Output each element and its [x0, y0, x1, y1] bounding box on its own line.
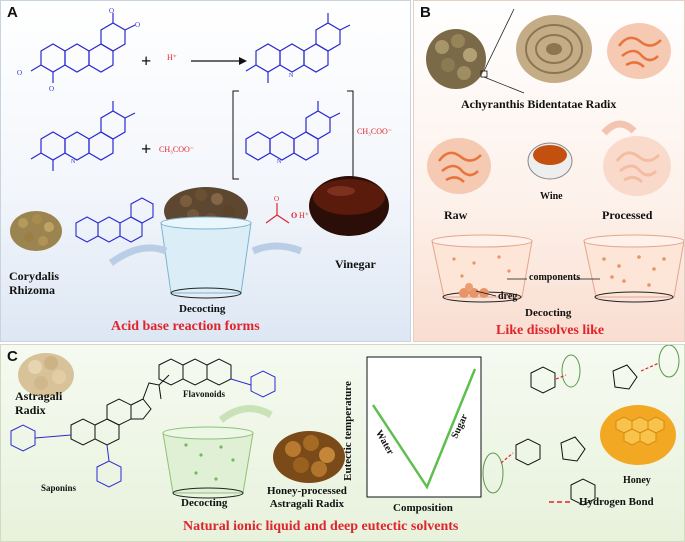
berberine-molecule-4 [245, 101, 341, 161]
svg-text:O: O [17, 69, 22, 77]
acetate-bracket-label: CH₃COO⁻ [357, 127, 393, 136]
eutectic-curve [371, 368, 477, 490]
components-label: components [529, 272, 581, 283]
h-plus-label: H⁺ [167, 53, 177, 62]
x-axis-label: Composition [393, 502, 453, 514]
panel-b: B [413, 0, 685, 342]
wine-cup [527, 142, 573, 180]
processed-label: Processed [602, 208, 653, 222]
panel-letter-a: A [7, 4, 18, 21]
svg-text:+: + [141, 139, 151, 159]
wine-label: Wine [540, 191, 563, 202]
panel-c-footer: Natural ionic liquid and deep eutectic s… [183, 519, 459, 534]
saponin-molecule [70, 374, 170, 446]
berberine-molecule-1 [30, 13, 136, 83]
panel-b-footer: Like dissolves like [496, 323, 605, 338]
svg-text:O: O [49, 85, 54, 93]
flavonoids-label: Flavonoids [183, 389, 226, 399]
honey-astragali-pile [273, 431, 345, 483]
panel-letter-b: B [420, 4, 431, 21]
saponins-label: Saponins [41, 483, 77, 493]
saponin-sugar-2 [96, 444, 122, 488]
panel-a: A O O O O + N [0, 0, 411, 342]
panel-letter-c: C [7, 348, 18, 365]
berberine-molecule-3 [30, 101, 136, 171]
honey-processed-label: Honey-processed Astragali Radix [267, 485, 347, 510]
panel-c-illustrations [10, 345, 680, 506]
decocting-label-c: Decocting [181, 497, 228, 509]
panel-b-illustrations [426, 8, 684, 303]
berberine-molecule-2 [245, 13, 351, 83]
sucrose-molecule [515, 436, 596, 506]
acetic-acid [265, 203, 290, 224]
decocting-label-b: Decocting [525, 307, 572, 319]
raw-label: Raw [444, 208, 468, 222]
decocting-label-a: Decocting [179, 303, 226, 315]
glucose-molecule-1 [530, 366, 556, 394]
panel-a-structures: O O O O + N N + [10, 7, 389, 299]
schematic-section-1 [607, 23, 671, 79]
saponin-sugar-1 [10, 424, 72, 452]
achyranthis-pile [426, 29, 486, 89]
vinegar-label: Vinegar [335, 257, 376, 271]
panel-c: C [0, 344, 685, 542]
schematic-processed [603, 136, 671, 196]
corydalis-pile [10, 211, 62, 251]
decocting-beaker-c [162, 426, 254, 499]
berberine-molecule-5 [75, 197, 154, 243]
flavonoid-molecule [158, 358, 232, 386]
astragali-label: Astragali Radix [15, 389, 63, 417]
panel-a-footer: Acid base reaction forms [111, 319, 260, 334]
svg-text:O: O [109, 7, 114, 15]
decocting-beaker-processed [583, 234, 684, 303]
eutectic-chart [366, 356, 482, 498]
fructose-molecule [612, 364, 638, 390]
y-axis-label: Eutectic temperature [341, 381, 354, 481]
svg-text:O: O [274, 195, 279, 203]
svg-text:N: N [277, 159, 282, 165]
honeycomb [600, 405, 676, 465]
dreg-label: dreg [498, 291, 518, 302]
flavonoid-glucose [230, 370, 276, 398]
svg-text:N: N [71, 159, 76, 165]
schematic-raw [427, 138, 491, 194]
svg-text:O: O [135, 21, 140, 29]
oh-label: O [291, 211, 298, 220]
astragali-pile [18, 353, 74, 397]
decocting-beaker-raw [431, 234, 533, 303]
honey-label: Honey [623, 475, 651, 486]
decocting-beaker-a [160, 216, 252, 299]
vinegar-bowl [309, 176, 389, 236]
root-cross-section [516, 15, 592, 83]
hbond-label: Hydrogen Bond [579, 496, 654, 508]
h-label: H⁺ [299, 211, 309, 220]
corydalis-label: Corydalis Rhizoma [9, 269, 60, 297]
svg-text:N: N [289, 73, 294, 79]
achyranthis-label: Achyranthis Bidentatae Radix [461, 97, 617, 111]
acetate-label: CH₃COO⁻ [159, 145, 195, 154]
svg-text:+: + [141, 51, 151, 71]
